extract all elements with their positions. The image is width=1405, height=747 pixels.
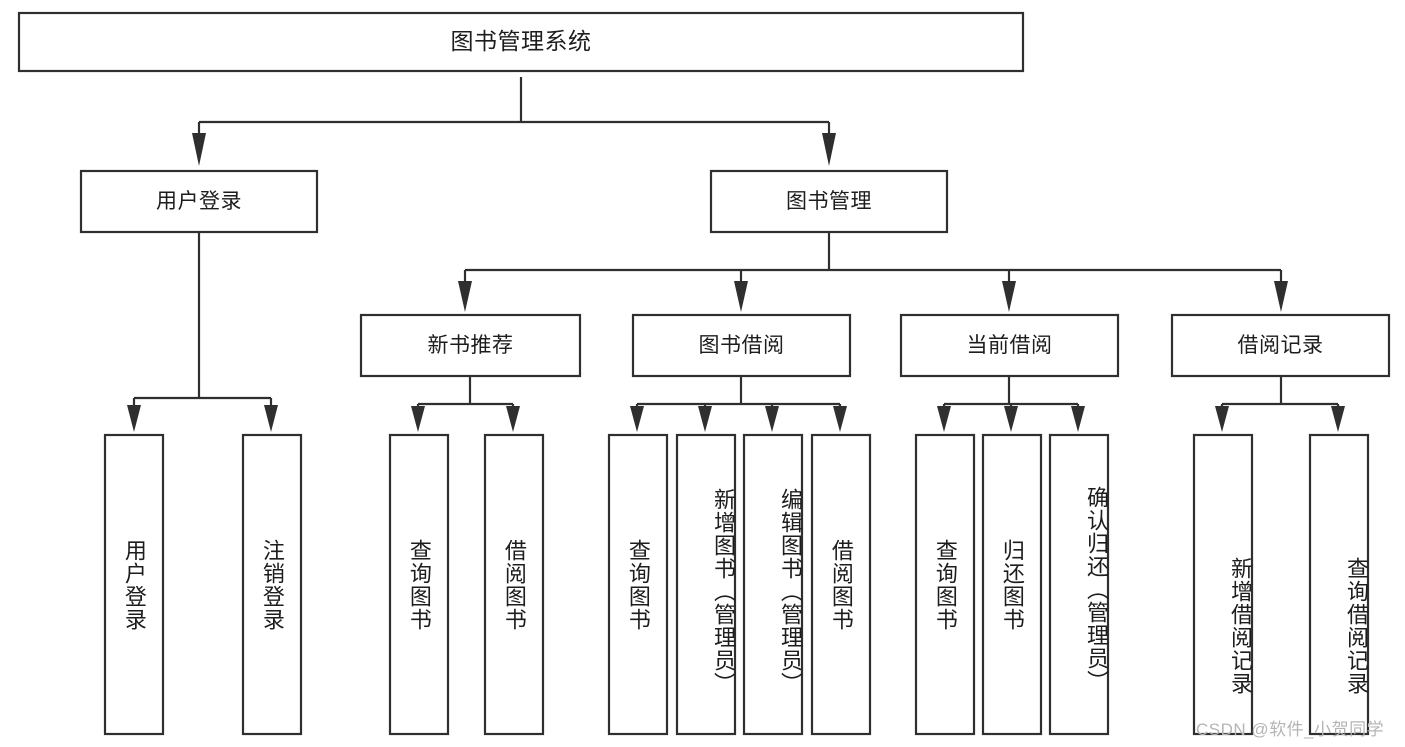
- arrow-head-leaf-logout: [264, 405, 278, 432]
- node-box-leaf-return-book[interactable]: [981, 433, 1043, 736]
- watermark-text: CSDN @软件_小贺同学: [1196, 720, 1385, 739]
- node-box-leaf-confirm-return[interactable]: [1048, 433, 1110, 736]
- arrow-head-leaf-borrow-book-2: [833, 406, 847, 432]
- edge-group-root: [192, 77, 836, 166]
- arrow-head-leaf-return-book: [1004, 406, 1018, 432]
- node-box-leaf-edit-book[interactable]: [742, 433, 804, 736]
- edge-group-book-manage: [458, 232, 1288, 312]
- edge-group-current-borrow: [937, 376, 1085, 432]
- arrow-head-book-manage: [822, 133, 836, 166]
- edge-group-user-login: [127, 232, 278, 432]
- node-box-leaf-logout[interactable]: [241, 433, 303, 736]
- arrow-head-leaf-add-book: [698, 406, 712, 432]
- node-box-borrow-record[interactable]: [1170, 313, 1391, 378]
- arrow-head-user-login: [192, 133, 206, 166]
- node-box-leaf-query-record[interactable]: [1308, 433, 1370, 736]
- node-box-user-login[interactable]: [79, 169, 319, 234]
- arrow-head-borrow-record: [1274, 281, 1288, 312]
- arrow-head-new-book-recommend: [458, 281, 472, 312]
- arrow-head-leaf-query-book-1: [411, 406, 425, 432]
- arrow-head-leaf-query-book-2: [630, 406, 644, 432]
- arrow-head-leaf-edit-book: [765, 406, 779, 432]
- arrow-head-current-borrow: [1002, 281, 1016, 312]
- arrow-head-leaf-user-login: [127, 405, 141, 432]
- edge-group-borrow-record: [1215, 376, 1345, 432]
- node-box-leaf-query-book-2[interactable]: [607, 433, 669, 736]
- node-box-book-manage[interactable]: [709, 169, 949, 234]
- node-box-leaf-user-login[interactable]: [103, 433, 165, 736]
- node-box-leaf-borrow-book-2[interactable]: [810, 433, 872, 736]
- node-box-leaf-query-book-1[interactable]: [388, 433, 450, 736]
- node-box-leaf-add-record[interactable]: [1192, 433, 1254, 736]
- edge-group-new-book-recommend: [411, 376, 520, 432]
- arrow-head-leaf-confirm-return: [1071, 406, 1085, 432]
- arrow-head-leaf-add-record: [1215, 406, 1229, 432]
- edge-group-book-borrow: [630, 376, 847, 432]
- node-box-leaf-add-book[interactable]: [675, 433, 737, 736]
- arrow-head-leaf-borrow-book-1: [506, 406, 520, 432]
- arrow-head-leaf-query-book-3: [937, 406, 951, 432]
- arrow-head-book-borrow: [734, 281, 748, 312]
- arrow-head-leaf-query-record: [1331, 406, 1345, 432]
- node-box-leaf-query-book-3[interactable]: [914, 433, 976, 736]
- node-box-current-borrow[interactable]: [899, 313, 1120, 378]
- node-box-new-book-recommend[interactable]: [359, 313, 582, 378]
- node-box-leaf-borrow-book-1[interactable]: [483, 433, 545, 736]
- node-box-root[interactable]: [17, 11, 1025, 73]
- node-box-book-borrow[interactable]: [631, 313, 852, 378]
